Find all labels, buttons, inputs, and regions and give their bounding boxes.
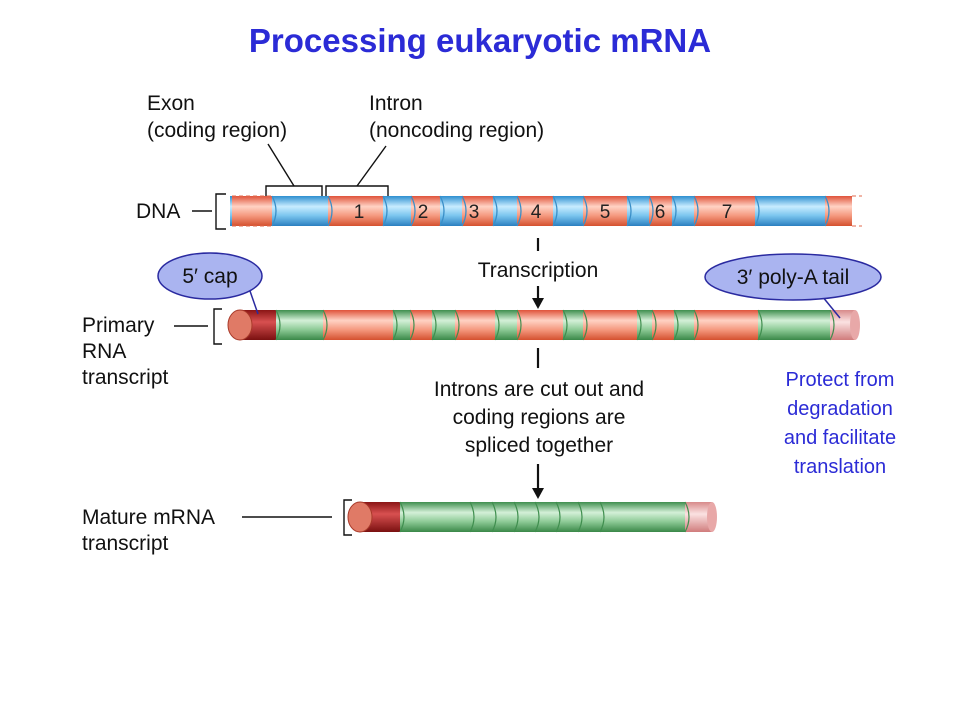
intron-number: 7 bbox=[722, 202, 733, 223]
intron-number: 1 bbox=[354, 202, 365, 223]
dna-label: DNA bbox=[136, 200, 181, 223]
dna-intron bbox=[649, 196, 672, 226]
dna-intron bbox=[583, 196, 627, 226]
cap-callout bbox=[157, 252, 263, 315]
tail-callout bbox=[704, 253, 882, 319]
primary-label-line: Primary bbox=[82, 314, 155, 337]
mature-label-bracket bbox=[242, 499, 352, 536]
intron-number: 6 bbox=[655, 202, 666, 223]
rna-intron bbox=[410, 310, 432, 340]
dna-exon bbox=[627, 196, 649, 226]
protect-note-line: translation bbox=[793, 456, 887, 478]
protect-note-line: Protect from bbox=[785, 369, 895, 391]
splicing-label: Introns are cut out and coding regions a… bbox=[395, 376, 683, 460]
intron-label-line: (noncoding region) bbox=[369, 119, 545, 142]
dna-exon bbox=[672, 196, 694, 226]
dna-exon bbox=[755, 196, 825, 226]
primary-label-bracket bbox=[174, 308, 222, 345]
dna-intron bbox=[694, 196, 755, 226]
dna-exon bbox=[440, 196, 462, 226]
exon-label: Exon (coding region) bbox=[147, 90, 287, 144]
intron-number: 5 bbox=[600, 202, 611, 223]
rna-intron bbox=[323, 310, 393, 340]
exon-label-line: Exon bbox=[147, 92, 195, 115]
mature-label-line: Mature mRNA bbox=[82, 506, 216, 529]
mature-mrna-strand bbox=[347, 501, 717, 533]
intron-label: Intron (noncoding region) bbox=[369, 90, 544, 144]
dna-intron bbox=[462, 196, 493, 226]
splicing-arrow bbox=[532, 348, 544, 499]
splicing-label-line: Introns are cut out and bbox=[433, 378, 645, 401]
rna-intron bbox=[455, 310, 495, 340]
intron-number: 4 bbox=[531, 202, 542, 223]
dna-intron bbox=[517, 196, 553, 226]
mature-label-line: transcript bbox=[82, 532, 169, 555]
exon-bracket bbox=[265, 143, 323, 196]
rna-intron bbox=[694, 310, 758, 340]
intron-number: 3 bbox=[469, 202, 480, 223]
splicing-label-line: spliced together bbox=[464, 434, 614, 457]
dna-strand bbox=[230, 195, 862, 227]
tail-label: 3′ poly-A tail bbox=[736, 266, 850, 289]
dna-label-bracket bbox=[192, 193, 226, 230]
splicing-label-line: coding regions are bbox=[452, 406, 626, 429]
transcription-label: Transcription bbox=[477, 259, 599, 282]
protect-note-line: and facilitate bbox=[783, 427, 897, 449]
mature-mrna-label: Mature mRNA transcript bbox=[82, 505, 215, 557]
intron-label-line: Intron bbox=[369, 92, 423, 115]
dna-intron bbox=[411, 196, 440, 226]
primary-label-line: transcript bbox=[82, 366, 169, 389]
intron-number: 2 bbox=[418, 202, 429, 223]
protect-note-line: degradation bbox=[787, 398, 893, 420]
rna-intron bbox=[652, 310, 674, 340]
exon-label-line: (coding region) bbox=[147, 119, 288, 142]
primary-rna-label: Primary RNA transcript bbox=[82, 313, 168, 391]
transcription-arrow bbox=[532, 238, 544, 309]
dna-flank bbox=[232, 196, 272, 226]
primary-label-line: RNA bbox=[82, 340, 127, 363]
page-title: Processing eukaryotic mRNA bbox=[248, 22, 712, 59]
dna-intron bbox=[328, 196, 383, 226]
intron-bracket bbox=[325, 145, 389, 196]
cap-label: 5′ cap bbox=[182, 265, 238, 288]
rna-intron bbox=[517, 310, 563, 340]
rna-intron bbox=[583, 310, 637, 340]
protect-note: Protect from degradation and facilitate … bbox=[750, 366, 930, 482]
dna-exon bbox=[553, 196, 583, 226]
primary-rna-strand bbox=[227, 309, 860, 341]
dna-exon bbox=[383, 196, 411, 226]
